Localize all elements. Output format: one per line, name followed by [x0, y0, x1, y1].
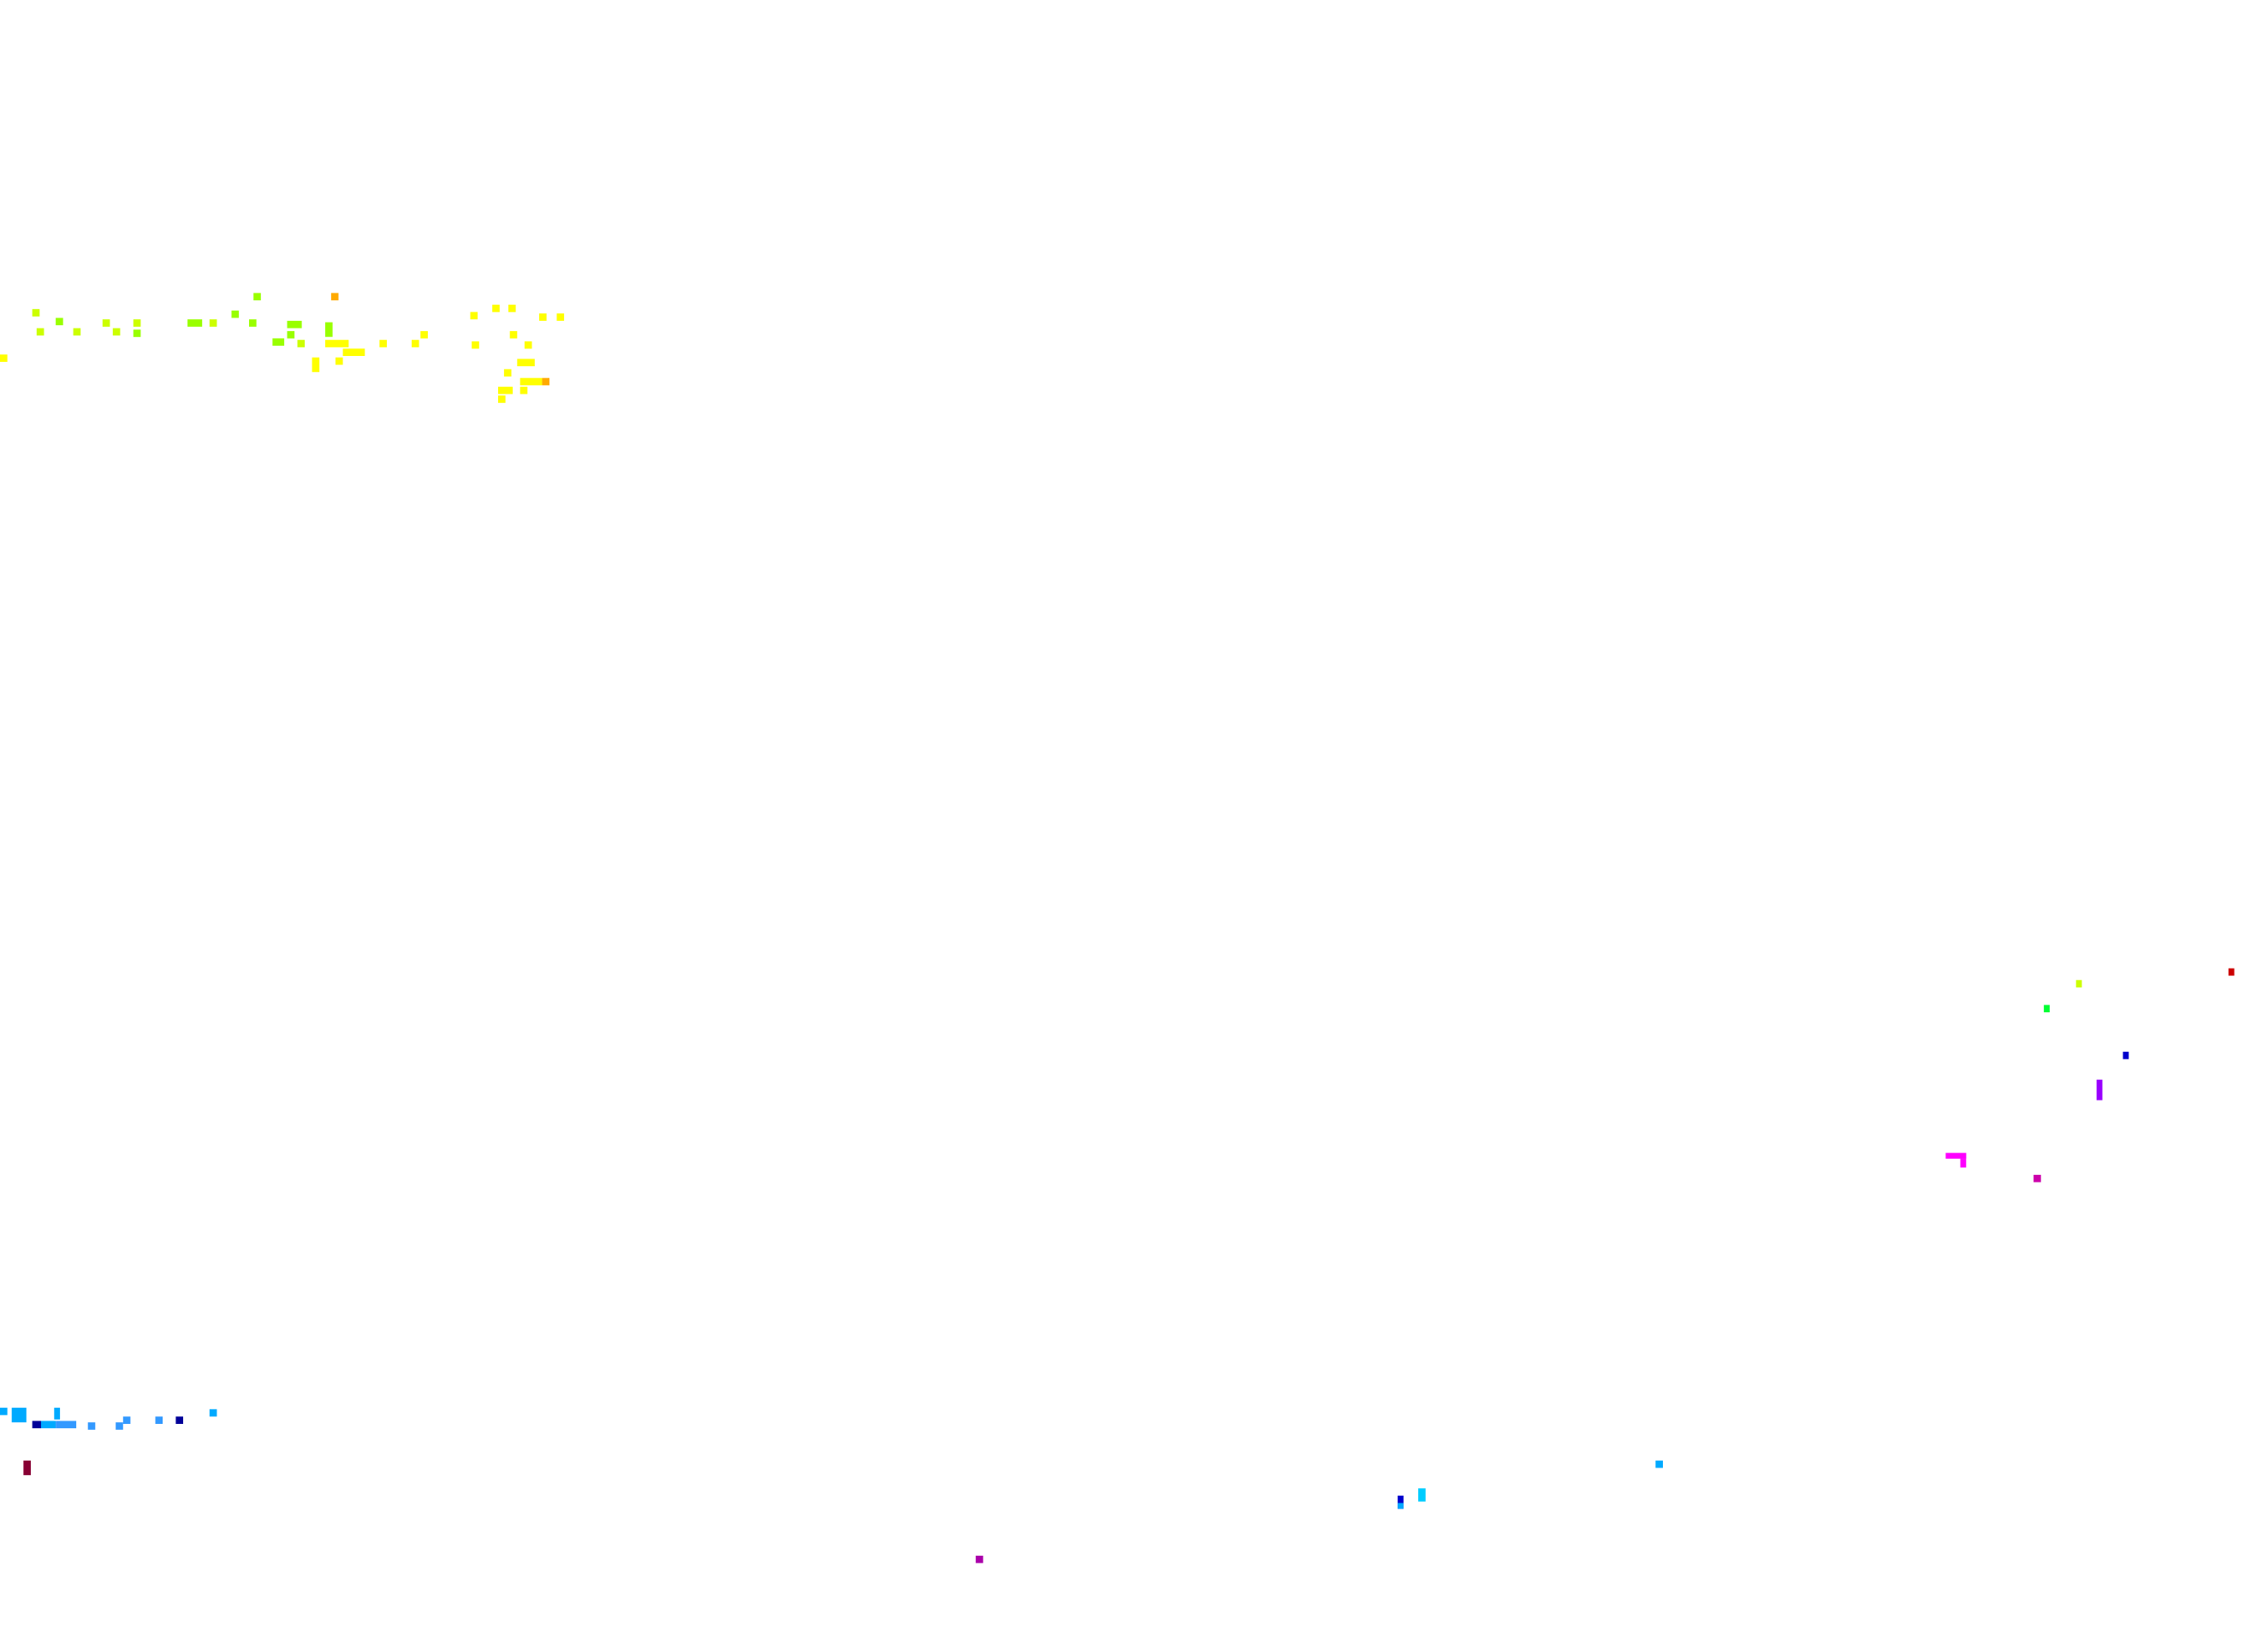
pixel-dot — [2096, 1079, 2103, 1100]
pixel-dot — [73, 328, 81, 336]
pixel-dot — [1655, 1460, 1663, 1468]
pixel-dot — [116, 1422, 123, 1430]
pixel-dot — [325, 340, 349, 347]
pixel-dot — [1418, 1488, 1426, 1502]
pixel-dot — [40, 1420, 56, 1429]
pixel-dot — [976, 1556, 983, 1563]
pixel-dot — [102, 319, 110, 327]
pixel-dot — [11, 1408, 27, 1423]
pixel-dot — [54, 1408, 61, 1420]
pixel-dot — [87, 1422, 96, 1430]
pixel-dot — [32, 1420, 41, 1429]
pixel-dot — [209, 1409, 217, 1417]
top-left-cluster — [0, 293, 565, 403]
pixel-dot — [133, 329, 141, 337]
pixel-dot — [297, 340, 306, 347]
pixel-dot — [56, 1420, 77, 1429]
pixel-dot — [249, 319, 257, 327]
pixel-dot — [112, 328, 121, 336]
pixel-dot — [0, 1408, 8, 1415]
pixel-dot — [420, 330, 428, 339]
pixel-dot — [175, 1416, 183, 1424]
pixel-dot — [155, 1416, 163, 1424]
pixel-dot — [335, 357, 343, 365]
pixel-dot — [56, 317, 63, 326]
pixel-dot — [2123, 1052, 2129, 1059]
pixel-dot — [539, 313, 547, 321]
pixel-dot — [524, 341, 532, 349]
pixel-dot — [253, 293, 261, 300]
pixel-dot — [330, 293, 339, 300]
pixel-dot — [556, 313, 565, 321]
pixel-dot — [122, 1416, 131, 1424]
pixel-dot — [1960, 1159, 1967, 1168]
pixel-dot — [342, 348, 365, 356]
pixel-dot — [287, 330, 295, 339]
bottom-left-cluster — [0, 1408, 217, 1475]
pixel-dot — [492, 305, 500, 312]
pixel-dot — [2228, 968, 2235, 976]
pixel-dot — [498, 395, 506, 403]
pixel-dot — [0, 354, 8, 362]
pixel-dot — [498, 386, 514, 394]
pixel-dot — [470, 311, 478, 320]
pixel-dot — [1398, 1495, 1404, 1509]
pixel-dot — [412, 340, 419, 347]
bottom-center-cluster — [976, 1460, 1663, 1563]
pixel-dot — [2075, 980, 2082, 987]
pixel-dot — [36, 328, 45, 336]
right-cluster — [1945, 968, 2235, 1183]
pixel-dot — [23, 1460, 31, 1475]
pixel-dot — [1945, 1153, 1967, 1159]
pixel-dot — [379, 340, 387, 347]
pixel-dot — [209, 319, 217, 327]
pixel-dot — [231, 310, 240, 318]
pixel-dot — [509, 330, 518, 339]
pixel-dot — [508, 305, 516, 312]
pixel-dot — [542, 377, 549, 386]
pixel-dot — [520, 386, 528, 394]
pixel-dot — [517, 359, 535, 366]
pixel-dot — [325, 322, 333, 337]
pixel-dot — [520, 377, 543, 386]
pixel-dot — [187, 319, 203, 327]
pixel-dot — [287, 320, 302, 329]
pixel-dot — [1398, 1503, 1404, 1509]
pixel-dot — [503, 369, 512, 377]
pixel-dot — [472, 341, 479, 349]
pixel-dot — [2044, 1005, 2050, 1012]
pixel-dot — [32, 309, 40, 317]
pixel-dot — [272, 338, 285, 346]
pixel-dot — [312, 357, 320, 372]
pixel-dot — [133, 319, 141, 327]
pixel-dot — [2033, 1174, 2041, 1183]
